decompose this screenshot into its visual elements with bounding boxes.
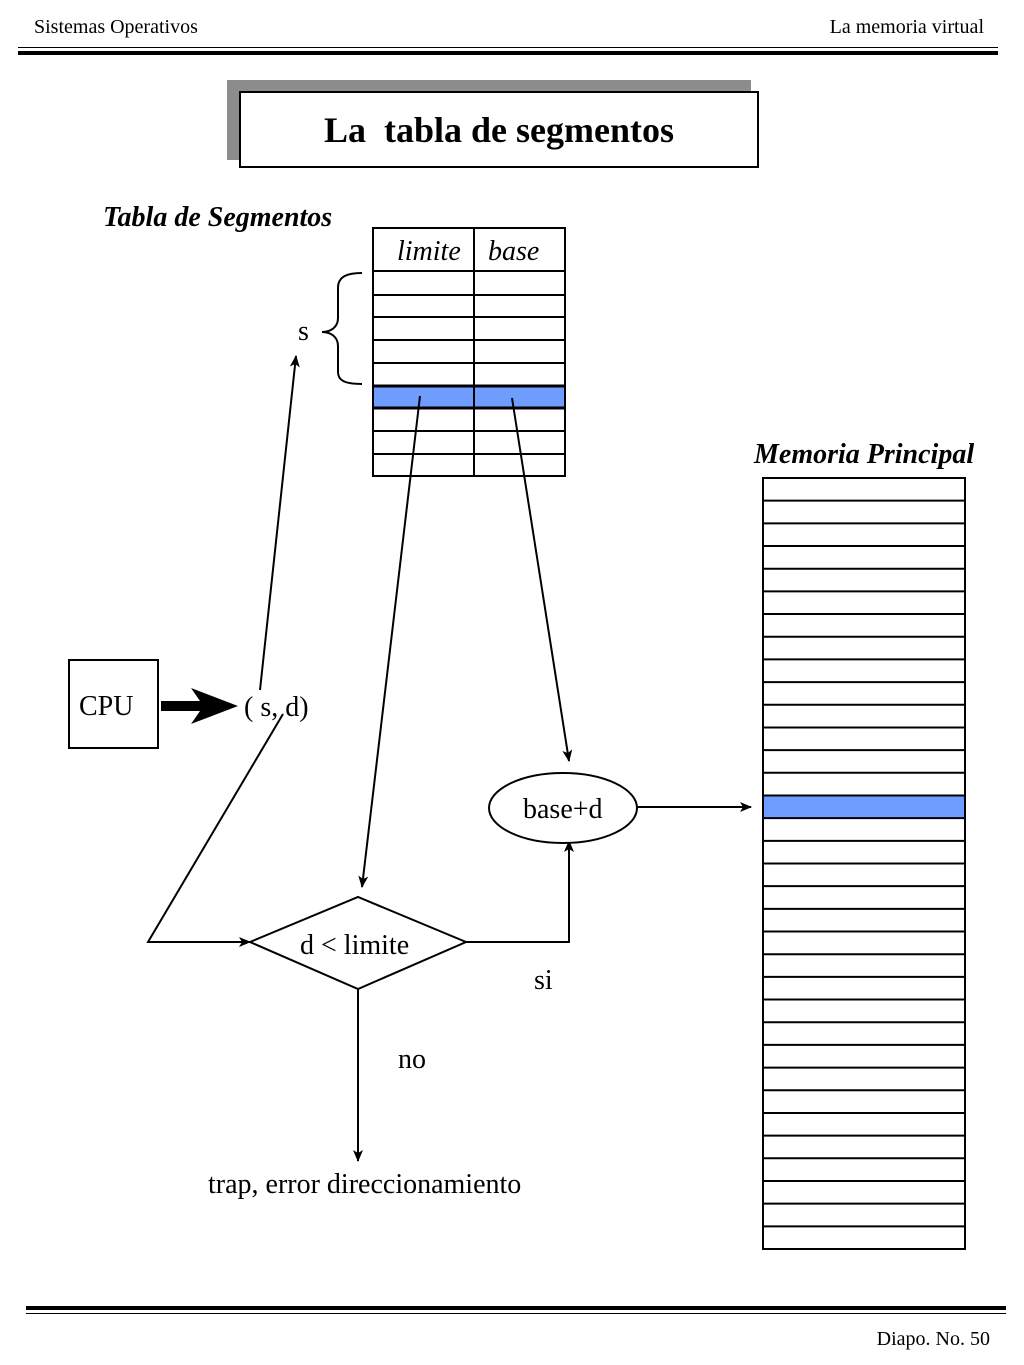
brace-label-s: s bbox=[298, 316, 309, 347]
decision-label: d < limite bbox=[300, 930, 410, 961]
yes-label: si bbox=[534, 965, 553, 996]
cpu-label: CPU bbox=[79, 691, 134, 722]
slide-number: Diapo. No. 50 bbox=[876, 1328, 990, 1350]
segment-table-selected-row bbox=[373, 386, 565, 408]
main-memory-selected-row bbox=[763, 796, 965, 818]
slide-title: La tabla de segmentos bbox=[324, 109, 674, 150]
arrow-limit-to-compare bbox=[358, 395, 421, 888]
segment-table bbox=[372, 227, 566, 477]
footer-rule-thick bbox=[26, 1306, 1006, 1310]
logical-address: ( s, d) bbox=[244, 692, 309, 723]
adder-ellipse bbox=[488, 772, 638, 844]
brace bbox=[321, 272, 363, 385]
trap-label: trap, error direccionamiento bbox=[208, 1169, 522, 1200]
line-d-to-compare bbox=[146, 713, 284, 947]
main-memory-block bbox=[762, 477, 966, 1250]
header-course-title: Sistemas Operativos bbox=[34, 16, 198, 38]
decision-diamond bbox=[247, 895, 469, 991]
header-rule-thin bbox=[18, 47, 998, 48]
arrow-base-to-adder bbox=[511, 397, 573, 762]
header-topic: La memoria virtual bbox=[829, 16, 984, 38]
arrow-yes-to-adder bbox=[466, 840, 574, 943]
column-header-base: base bbox=[488, 236, 540, 267]
footer-rule-thin bbox=[26, 1313, 1006, 1314]
segment-table-heading: Tabla de Segmentos bbox=[103, 202, 333, 233]
arrow-s-to-table bbox=[259, 355, 300, 691]
no-label: no bbox=[398, 1044, 426, 1075]
cpu-box bbox=[68, 659, 159, 749]
header-rule-thick bbox=[18, 51, 998, 55]
connectors bbox=[146, 355, 752, 1162]
main-memory-heading: Memoria Principal bbox=[754, 439, 975, 470]
cpu-thick-arrow bbox=[161, 688, 238, 724]
column-header-limit: limite bbox=[397, 236, 461, 267]
adder-label: base+d bbox=[523, 794, 603, 825]
slide-title-box: La tabla de segmentos bbox=[239, 91, 759, 168]
